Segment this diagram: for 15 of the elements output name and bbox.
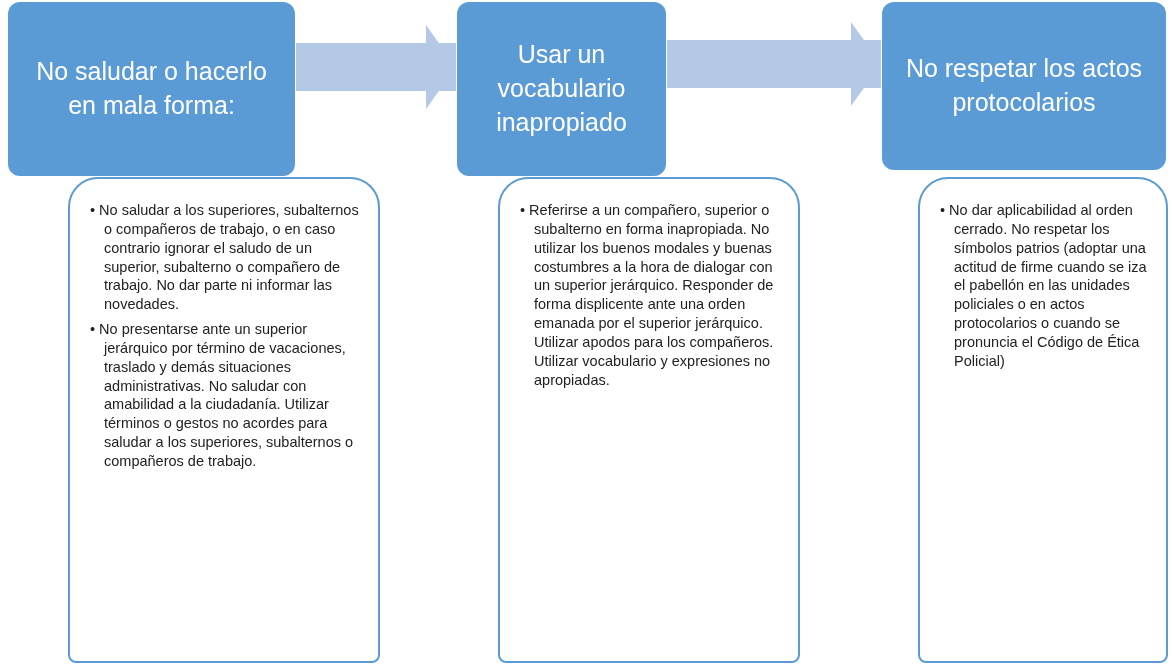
bullet-text: • No dar aplicabilidad al orden cerrado. No respetar los símbolos patrios (adoptar una actitud de firme cuando se iza el pabellón en las unidades policiales o en actos protocolarios o cuando se pronuncia el Código de Ética Policial) (940, 201, 1148, 371)
bullet-text: • No saludar a los superiores, subalternos o compañeros de trabajo, o en caso contrario ignorar el saludo de un superior, subalterno o compañero de trabajo. No dar parte ni informar las novedades. (90, 201, 360, 315)
block-arrow (667, 22, 881, 106)
description-card (498, 177, 800, 663)
heading-text: No saludar o hacerlo en mala forma: (35, 56, 268, 121)
bullet-text: • No presentarse ante un superior jerárquico por término de vacaciones, traslado y demás situaciones administrativas. No saludar con amabilidad a la ciudadanía. Utilizar términos o gestos no acordes para saludar a los superiores, subalternos o compañeros de trabajo. (90, 320, 355, 471)
title-box (8, 2, 295, 176)
title-box (457, 2, 666, 176)
heading-text: No respetar los actos protocolarios (904, 53, 1144, 118)
description-card (918, 177, 1168, 663)
title-box (882, 2, 1166, 170)
heading-text: Usar un vocabulario inapropiado (495, 39, 628, 138)
bullet-text: • Referirse a un compañero, superior o subalterno en forma inapropiada. No utilizar los buenos modales y buenas costumbres a la hora de dialogar con un superior jerárquico. Responder de forma displicente ante una orden emanada por el superior jerárquico. Utilizar apodos para los compañeros. Utilizar vocabulario y expresiones no apropiadas. (520, 201, 775, 390)
description-card (68, 177, 380, 663)
block-arrow (296, 25, 456, 109)
